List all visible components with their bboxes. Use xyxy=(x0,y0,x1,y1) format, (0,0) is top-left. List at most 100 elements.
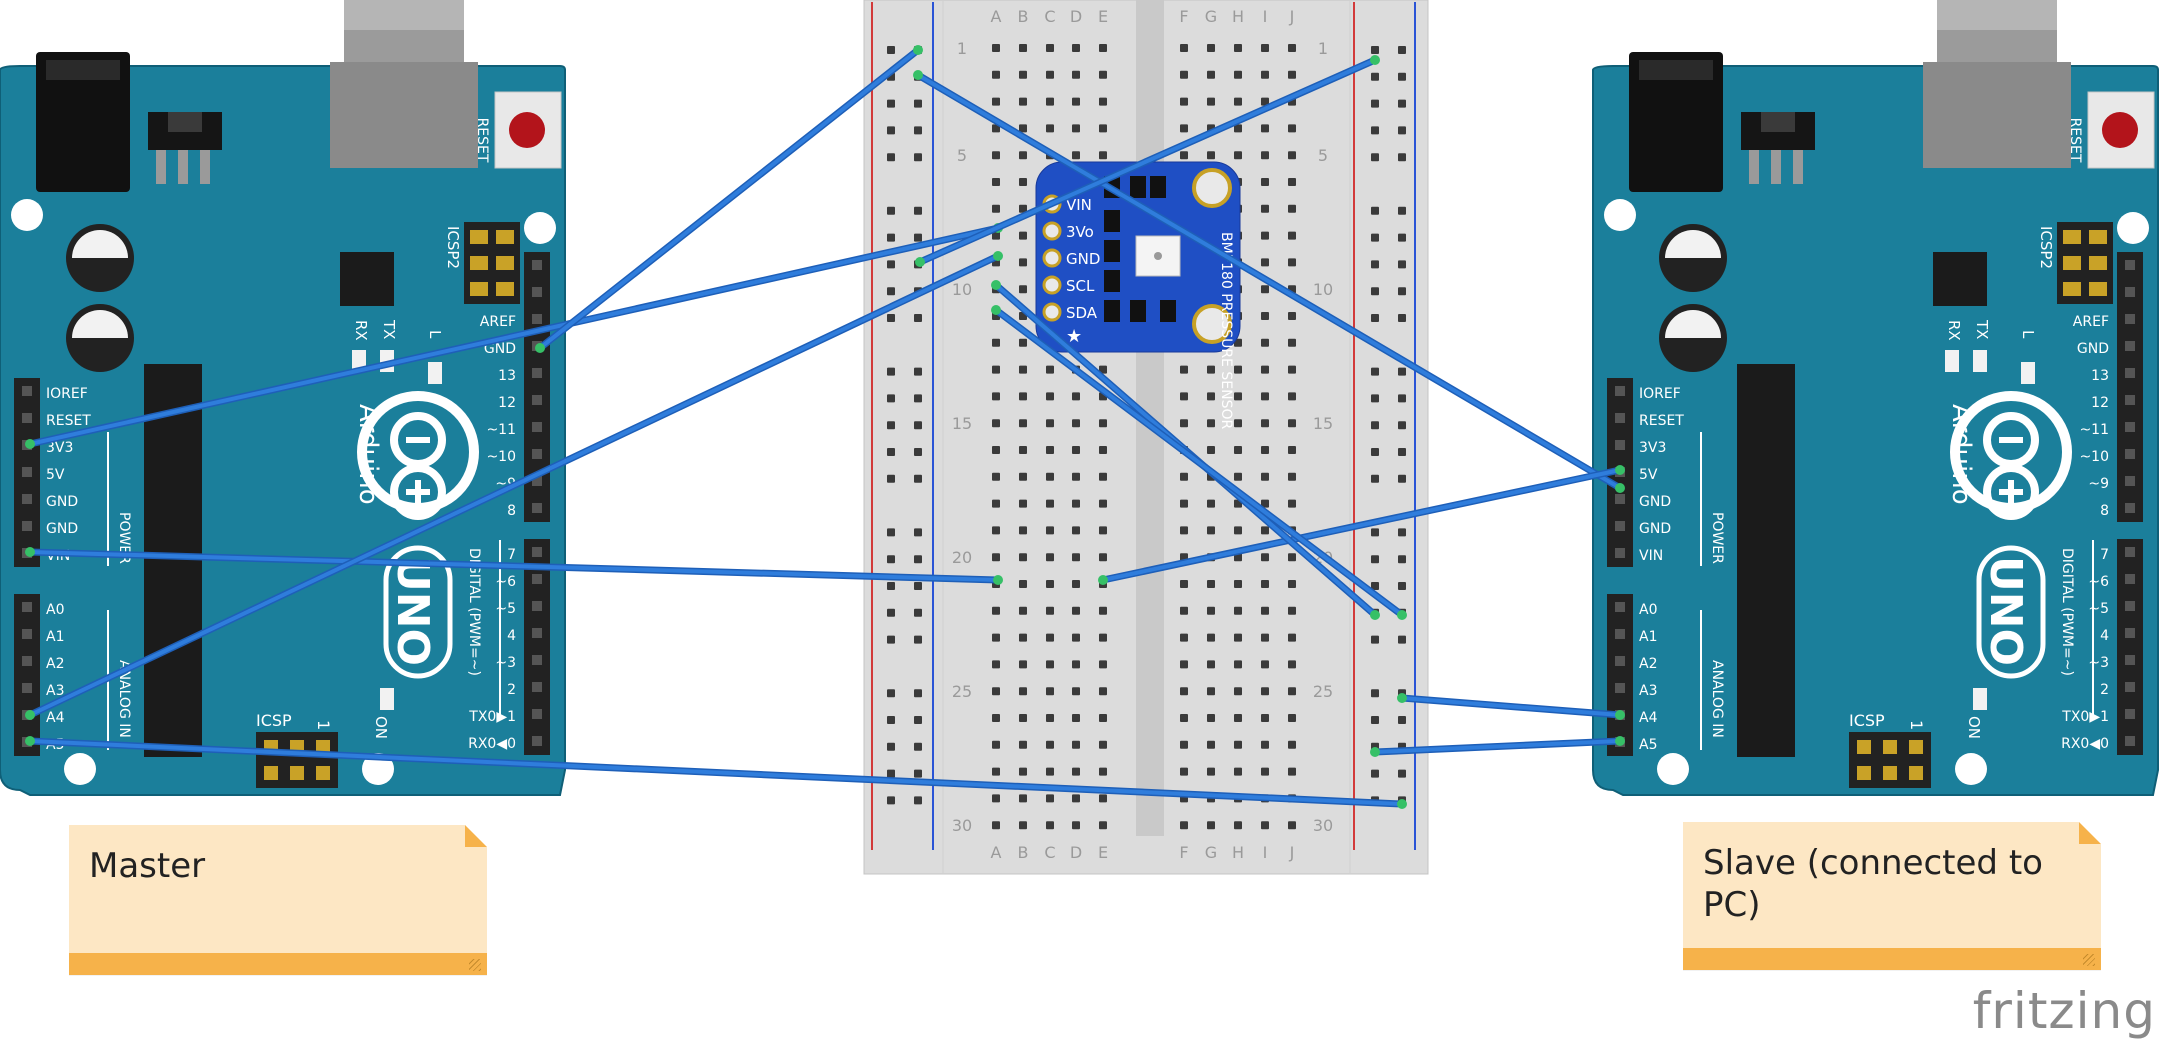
rail-hole xyxy=(887,582,895,590)
hole xyxy=(992,70,1000,79)
hole xyxy=(1261,231,1269,240)
hole xyxy=(1261,97,1269,106)
power-pin-label: GND xyxy=(46,494,78,510)
hole xyxy=(1072,714,1080,722)
power-pin-label: RESET xyxy=(1639,413,1684,429)
rail-hole xyxy=(887,635,895,644)
analog-pin-label: A2 xyxy=(1639,656,1657,672)
rail-hole xyxy=(1371,582,1379,590)
hole xyxy=(1288,44,1296,52)
hole xyxy=(992,553,1000,562)
hole xyxy=(1046,97,1054,106)
hole xyxy=(1234,633,1242,642)
rail-hole xyxy=(914,206,922,215)
rail-hole xyxy=(1398,421,1406,430)
rail-hole xyxy=(1398,99,1406,108)
row-label: 5 xyxy=(957,146,967,165)
rail-hole xyxy=(1398,46,1406,54)
row-label: 5 xyxy=(1318,146,1328,165)
hole xyxy=(1261,365,1269,374)
smd-part xyxy=(1104,240,1120,262)
note-master-text: Master xyxy=(89,846,206,886)
power-section-label: POWER xyxy=(1709,512,1725,564)
hole xyxy=(1019,553,1027,562)
hole xyxy=(992,794,1000,803)
digital-pin-label: ~9 xyxy=(2088,476,2109,492)
col-label: H xyxy=(1232,843,1244,862)
rail-hole xyxy=(914,233,922,242)
hole xyxy=(992,526,1000,535)
hole xyxy=(1288,124,1296,133)
hole xyxy=(1046,660,1054,669)
hole xyxy=(1261,499,1269,508)
hole xyxy=(1234,124,1242,133)
mounting-hole xyxy=(64,753,96,785)
sensor-pin-label: GND xyxy=(1066,250,1100,268)
hole xyxy=(992,472,1000,481)
col-label: J xyxy=(1289,7,1295,26)
hole xyxy=(1288,767,1296,776)
hole xyxy=(1207,365,1215,374)
col-label: B xyxy=(1018,7,1029,26)
wire-core xyxy=(538,48,920,350)
wire-end xyxy=(1615,736,1625,746)
power-pin-label: VIN xyxy=(1639,548,1663,564)
hole xyxy=(1234,151,1242,160)
hole xyxy=(1099,821,1107,830)
rail-hole xyxy=(914,769,922,778)
hole xyxy=(1288,472,1296,481)
wire-end xyxy=(1098,575,1108,585)
hole xyxy=(992,446,1000,454)
hole xyxy=(1099,714,1107,722)
hole xyxy=(1072,97,1080,106)
hole xyxy=(1099,499,1107,508)
hole xyxy=(1019,740,1027,749)
icsp2-label: ICSP2 xyxy=(2037,226,2055,269)
wire-end xyxy=(991,305,1001,315)
analog-section-label: ANALOG IN xyxy=(1709,660,1725,738)
smd-part xyxy=(1160,300,1176,322)
fritzing-watermark: fritzing xyxy=(1972,982,2156,1040)
hole xyxy=(992,392,1000,401)
hole xyxy=(1180,151,1188,160)
digital-pin-label: RX0◀0 xyxy=(2061,736,2109,752)
hole xyxy=(1180,70,1188,79)
pin-header xyxy=(2117,539,2143,755)
hole xyxy=(1261,44,1269,52)
wire-end xyxy=(25,736,35,746)
hole xyxy=(1234,472,1242,481)
mounting-hole xyxy=(1192,168,1232,208)
rail-hole xyxy=(1398,126,1406,135)
rail-hole xyxy=(1398,769,1406,778)
rail-hole xyxy=(887,99,895,108)
hole xyxy=(992,419,1000,428)
on-label: ON xyxy=(372,716,390,739)
hole xyxy=(1046,526,1054,535)
hole xyxy=(1072,124,1080,133)
digital-pin-label: AREF xyxy=(2073,314,2109,330)
wire-end xyxy=(993,251,1003,261)
hole xyxy=(1072,606,1080,615)
hole xyxy=(1072,553,1080,562)
digital-pin-label: 8 xyxy=(507,503,516,519)
analog-pin-label: A2 xyxy=(46,656,64,672)
rail-hole xyxy=(887,796,895,805)
rail-hole xyxy=(914,742,922,751)
hole xyxy=(1019,392,1027,401)
hole xyxy=(1099,70,1107,79)
col-label: E xyxy=(1098,843,1108,862)
rail-hole xyxy=(914,153,922,162)
hole xyxy=(1180,472,1188,481)
rail-hole xyxy=(914,582,922,590)
rail-hole xyxy=(1398,153,1406,162)
power-pin-label: RESET xyxy=(46,413,91,429)
hole xyxy=(1261,606,1269,615)
led-label: L xyxy=(2019,330,2037,339)
power-pin-label: 3V3 xyxy=(1639,440,1666,456)
hole xyxy=(992,151,1000,160)
sensor-pin-label: SCL xyxy=(1066,277,1095,295)
microcontroller-chip xyxy=(1737,364,1795,757)
rail-hole xyxy=(1371,367,1379,376)
hole xyxy=(1180,365,1188,374)
